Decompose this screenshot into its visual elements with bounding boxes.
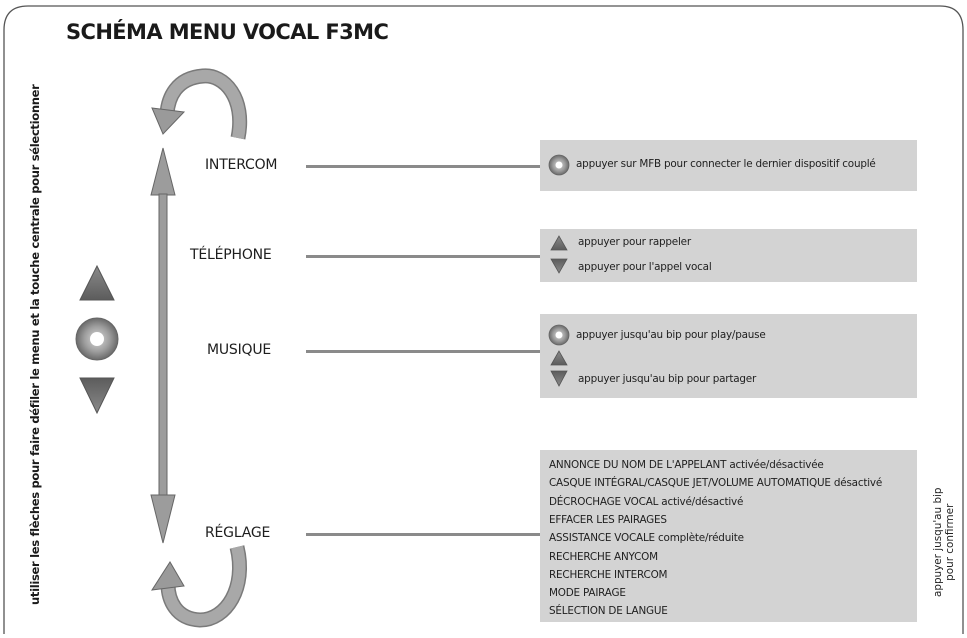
- setting-item: MODE PAIRAGE: [549, 587, 626, 599]
- connector-line: [306, 533, 540, 536]
- top-loop-arrow-icon: [151, 68, 248, 140]
- down-arrow-icon: [550, 258, 568, 274]
- bottom-loop-arrow-icon: [151, 545, 248, 628]
- menu-item-intercom: INTERCOM: [205, 157, 278, 173]
- setting-item: RECHERCHE ANYCOM: [549, 551, 658, 563]
- confirm-note-line-1: appuyer jusqu'au bip: [932, 487, 944, 597]
- menu-item-telephone: TÉLÉPHONE: [190, 247, 272, 263]
- down-arrow-button-icon: [79, 377, 115, 415]
- connector-line: [306, 165, 540, 168]
- telephone-action-box: [540, 229, 917, 282]
- vertical-double-arrow-icon: [150, 147, 176, 544]
- page-title: SCHÉMA MENU VOCAL F3MC: [66, 20, 389, 44]
- musique-action-play-pause: appuyer jusqu'au bip pour play/pause: [576, 329, 766, 341]
- confirm-note: appuyer jusqu'au bip pour confirmer: [932, 487, 956, 597]
- center-button-icon: [548, 324, 570, 346]
- side-instruction: utiliser les flèches pour faire défiler …: [28, 84, 42, 605]
- up-arrow-button-icon: [79, 264, 115, 301]
- intercom-action-box: [540, 140, 917, 191]
- confirm-note-line-2: pour confirmer: [944, 503, 956, 581]
- telephone-action-recall: appuyer pour rappeler: [578, 236, 691, 248]
- connector-line: [306, 255, 540, 258]
- setting-item: EFFACER LES PAIRAGES: [549, 514, 667, 526]
- musique-action-share: appuyer jusqu'au bip pour partager: [578, 373, 757, 385]
- intercom-action-text: appuyer sur MFB pour connecter le dernie…: [576, 158, 876, 170]
- setting-item: RECHERCHE INTERCOM: [549, 569, 668, 581]
- up-arrow-icon: [550, 235, 568, 251]
- setting-item: ASSISTANCE VOCALE complète/réduite: [549, 532, 744, 544]
- setting-item: SÉLECTION DE LANGUE: [549, 605, 668, 617]
- menu-item-musique: MUSIQUE: [207, 342, 272, 358]
- setting-item: CASQUE INTÉGRAL/CASQUE JET/VOLUME AUTOMA…: [549, 477, 883, 489]
- connector-line: [306, 350, 540, 353]
- setting-item: DÉCROCHAGE VOCAL activé/désactivé: [549, 496, 744, 508]
- reglage-settings-box: [540, 450, 917, 622]
- center-button-icon: [548, 154, 570, 176]
- menu-item-reglage: RÉGLAGE: [205, 525, 271, 541]
- musique-action-box: [540, 314, 917, 398]
- setting-item: ANNONCE DU NOM DE L'APPELANT activée/dés…: [549, 459, 824, 471]
- up-down-arrows-icon: [550, 350, 568, 387]
- frame-border: [3, 5, 964, 634]
- center-button-dot: [90, 332, 104, 346]
- telephone-action-voice-call: appuyer pour l'appel vocal: [578, 261, 712, 273]
